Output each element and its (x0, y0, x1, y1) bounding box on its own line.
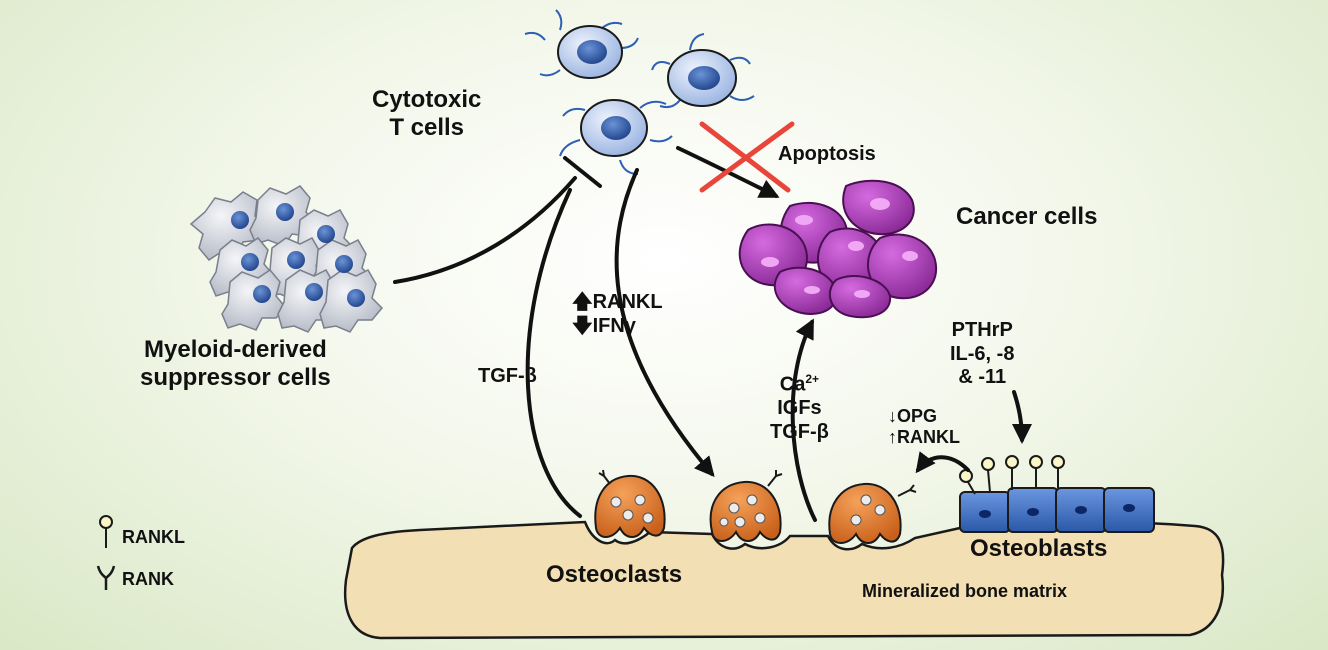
down-arrow-icon: 🡇 (572, 314, 593, 337)
mdsc-line2: suppressor cells (140, 364, 331, 392)
inhibition-x (699, 121, 795, 193)
pthrp-text: PTHrP (951, 319, 1013, 341)
osteoblasts (959, 455, 1155, 533)
legend-rank-label: RANK (122, 569, 174, 589)
legend-rankl-icon (99, 515, 113, 548)
osteoclast-3 (828, 482, 917, 544)
mdsc-line1: Myeloid-derived (144, 336, 327, 363)
rankl-ifn-arrow (614, 168, 715, 478)
pathway-arrows (393, 146, 1032, 522)
ca-text: Ca (779, 373, 806, 396)
rankl-ifn-label: 🡅RANKL 🡇IFNγ (572, 291, 663, 338)
opg-rankl-label: ↓OPG ↑RANKL (888, 406, 960, 448)
osteoclast-1 (594, 469, 666, 538)
legend-rank-icon (96, 565, 116, 590)
legend-rankl-label: RANKL (122, 527, 185, 547)
tgf-beta-left-label: TGF-β (478, 365, 537, 387)
osteoclast-2 (709, 470, 783, 542)
tcell-to-cancer-arrow (676, 146, 780, 198)
pthrp-arrow (1011, 390, 1032, 444)
rankl2-text: RANKL (897, 427, 960, 448)
bone-factors-arrow (790, 318, 817, 522)
osteoblast-cell (959, 491, 1011, 533)
il-text: IL-6, -8 (950, 342, 1015, 365)
mdsc-label: Myeloid-derived suppressor cells (140, 336, 331, 393)
apoptosis-label: Apoptosis (778, 143, 876, 165)
bone-factors-label: Ca2+ IGFs TGF-β (770, 372, 829, 444)
tgf-beta-mid-text: TGF-β (770, 420, 829, 443)
opg-text: OPG (897, 406, 938, 426)
t-cell (559, 99, 673, 175)
igfs-text: IGFs (777, 397, 822, 420)
osteoblast-cell (1055, 487, 1107, 533)
osteoblasts-label: Osteoblasts (970, 535, 1108, 562)
ca-superscript: 2+ (805, 372, 820, 386)
cytotoxic-line1: Cytotoxic (372, 86, 482, 113)
t-cell (524, 9, 639, 79)
osteoblast-cell (1007, 487, 1059, 533)
t-cell (651, 33, 755, 109)
up-arrow-icon: 🡅 (572, 291, 593, 313)
inhibition-bar (563, 156, 602, 188)
mdsc-inhibition-line (393, 176, 577, 284)
cytotoxic-line2: T cells (389, 114, 465, 142)
cancer-cells (738, 179, 938, 319)
ifn-text: IFNγ (592, 314, 636, 337)
bone-matrix (343, 520, 1225, 640)
up-arrow-icon: ↑ (888, 427, 897, 448)
opg-rankl-arrow (915, 451, 970, 474)
tgf-inhibition-line (525, 188, 582, 518)
cytotoxic-t-cells-label: Cytotoxic T cells (372, 86, 481, 143)
down-arrow-icon: ↓ (888, 406, 897, 426)
bone-matrix-label: Mineralized bone matrix (862, 581, 1068, 601)
osteoclasts-label: Osteoclasts (546, 561, 683, 588)
rankl-text: RANKL (592, 291, 663, 313)
cancer-cells-label: Cancer cells (956, 203, 1098, 230)
pthrp-label: PTHrP IL-6, -8 & -11 (950, 319, 1014, 390)
osteoblast-cell (1103, 487, 1155, 533)
il11-text: & -11 (958, 366, 1007, 389)
rankl-ligands (959, 455, 1065, 495)
mdsc-cluster (189, 185, 384, 333)
